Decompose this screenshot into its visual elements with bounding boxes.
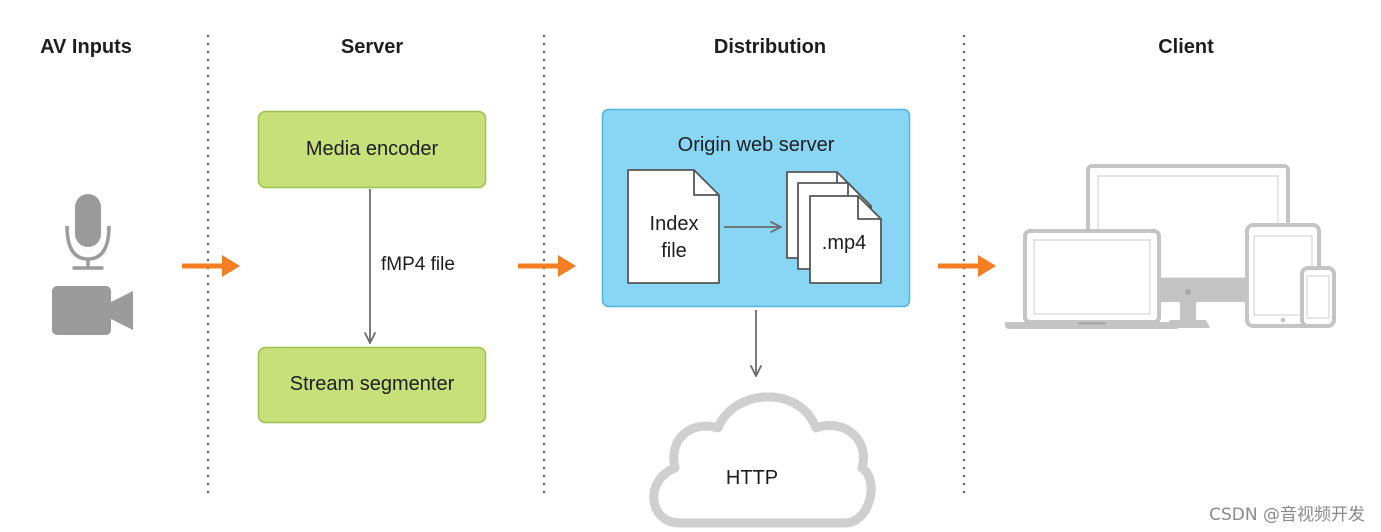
column-separators (206, 34, 966, 498)
flow-arrow-server-to-distribution (518, 255, 576, 277)
stream-segmenter-label: Stream segmenter (290, 373, 455, 395)
microphone-icon (65, 194, 111, 270)
media-encoder-box: Media encoder (257, 110, 487, 189)
origin-web-server-box: Origin web server Index file .mp4 (601, 108, 911, 308)
flow-arrow-inputs-to-server (182, 255, 240, 277)
media-encoder-label: Media encoder (306, 138, 439, 160)
phone-icon (1300, 266, 1336, 328)
column-title-av-inputs: AV Inputs (40, 36, 132, 58)
index-file-document-icon: Index file (627, 169, 720, 284)
column-title-client: Client (1158, 36, 1214, 58)
mp4-files-stack-icon (786, 171, 882, 284)
stream-segmenter-box: Stream segmenter (257, 346, 487, 424)
cloud-icon: HTTP (649, 392, 876, 528)
index-file-label-line2: file (661, 240, 687, 262)
mp4-file-label: .mp4 (822, 232, 866, 254)
column-title-distribution: Distribution (714, 36, 826, 58)
fmp4-file-label: fMP4 file (381, 254, 455, 275)
flow-arrow-distribution-to-client (938, 255, 996, 277)
laptop-icon (1005, 229, 1180, 329)
csdn-watermark: CSDN @音视频开发 (1209, 505, 1365, 525)
video-camera-icon (52, 286, 133, 335)
index-file-label-line1: Index (650, 213, 699, 235)
document-icon (809, 195, 882, 284)
http-label: HTTP (726, 467, 778, 489)
origin-web-server-label: Origin web server (678, 134, 835, 156)
client-devices (1005, 164, 1336, 329)
column-title-server: Server (341, 36, 403, 58)
flow-arrows (182, 255, 996, 277)
